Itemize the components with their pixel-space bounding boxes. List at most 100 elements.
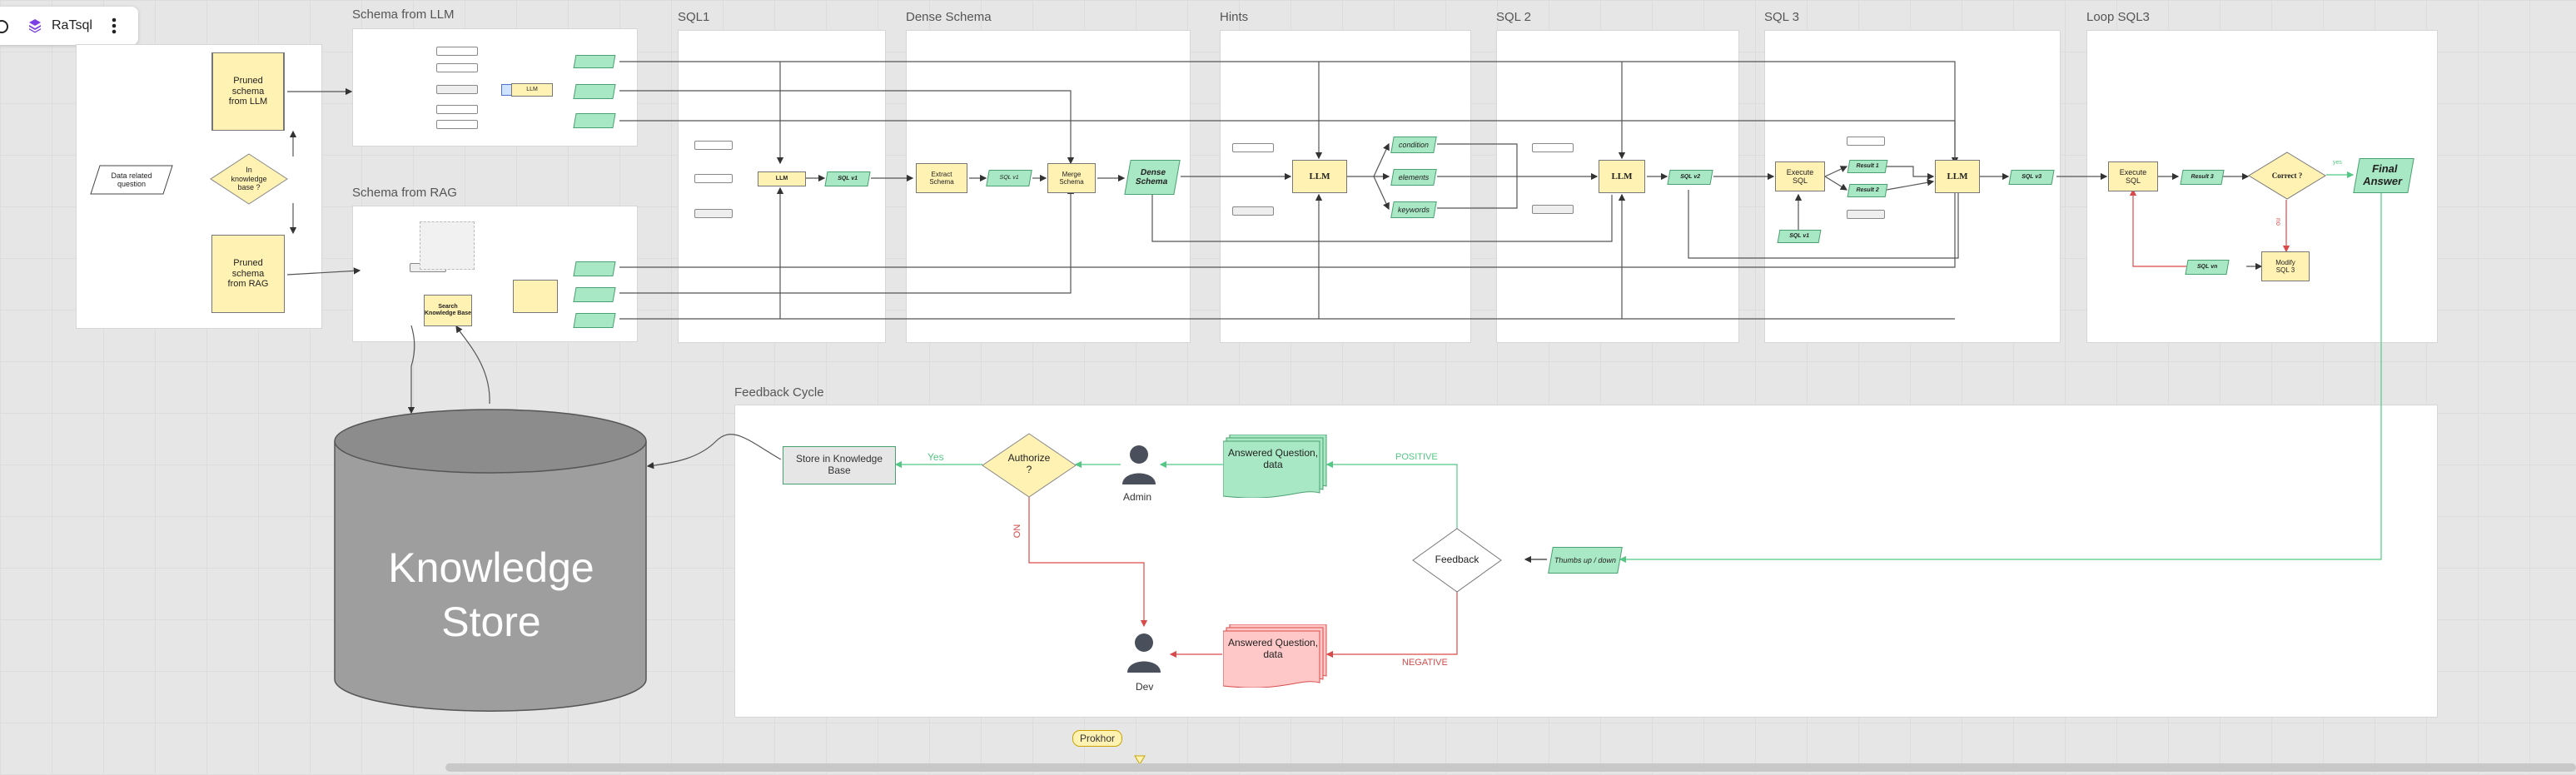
sql2-mini-input xyxy=(1532,205,1574,214)
elements-node[interactable]: elements xyxy=(1390,169,1437,186)
merge-schema-label: Merge Schema xyxy=(1059,170,1084,186)
feedback-diamond[interactable] xyxy=(1412,528,1502,593)
thumbs-label: Thumbs up / down xyxy=(1554,555,1617,564)
dev-label: Dev xyxy=(1136,681,1154,693)
store-kb-node[interactable]: Store in Knowledge Base xyxy=(783,446,896,484)
loop-execute-label: Execute SQL xyxy=(2119,167,2147,185)
hints-mini-input xyxy=(1232,206,1274,216)
in-kb-diamond[interactable] xyxy=(210,153,288,205)
dense-schema-node[interactable]: Dense Schema xyxy=(1124,160,1181,195)
more-vertical-icon[interactable] xyxy=(112,17,117,35)
rag-green-2 xyxy=(573,287,616,302)
sql3-mini-input xyxy=(1847,137,1885,146)
correct-diamond[interactable] xyxy=(2248,152,2326,200)
rag-mini-yellow xyxy=(513,280,558,313)
sql3-v1-node[interactable]: SQL v1 xyxy=(1777,230,1822,243)
sql1-llm-label: LLM xyxy=(775,175,788,181)
dense-schema-label: Dense Schema xyxy=(1134,167,1169,187)
hints-title: Hints xyxy=(1220,10,1249,24)
sql2-llm-node[interactable]: LLM xyxy=(1599,160,1645,193)
schema-rag-title: Schema from RAG xyxy=(352,186,457,200)
condition-label: condition xyxy=(1398,140,1430,149)
data-question-label: Data related question xyxy=(111,171,152,188)
pruned-rag-node[interactable]: Pruned schema from RAG xyxy=(211,235,285,313)
schema-llm-title: Schema from LLM xyxy=(352,7,455,22)
result-1-label: Result 1 xyxy=(1855,162,1880,169)
result-1-node[interactable]: Result 1 xyxy=(1847,160,1888,173)
mini-input xyxy=(436,47,478,56)
sql2-title: SQL 2 xyxy=(1496,10,1531,24)
data-question-shape[interactable] xyxy=(90,165,173,195)
merge-schema-node[interactable]: Merge Schema xyxy=(1047,163,1096,193)
cursor-pointer-icon xyxy=(1134,755,1146,765)
answered-neg-doc[interactable] xyxy=(1223,624,1328,688)
back-icon[interactable] xyxy=(0,20,8,33)
sql1-frame[interactable] xyxy=(678,30,886,343)
rag-note xyxy=(420,221,475,270)
hints-mini-input xyxy=(1232,143,1274,152)
search-kb-node[interactable]: Search Knowledge Base xyxy=(424,295,472,326)
horizontal-scrollbar[interactable] xyxy=(445,763,2576,772)
sql1-v1-label: SQL v1 xyxy=(837,175,858,181)
pruned-rag-label: Pruned schema from RAG xyxy=(227,258,269,290)
mini-llm-node[interactable]: LLM xyxy=(511,83,553,97)
final-answer-node[interactable]: Final Answer xyxy=(2353,158,2414,193)
knowledge-store-cylinder[interactable] xyxy=(333,405,649,721)
knowledge-store-label: Knowledge Store xyxy=(388,544,594,645)
modify-sql-label: Modify SQL 3 xyxy=(2275,258,2295,274)
sql3-execute-node[interactable]: Execute SQL xyxy=(1775,161,1825,191)
answered-pos-label: Answered Question, data xyxy=(1227,447,1319,470)
dense-sql-v1-label: SQL v1 xyxy=(998,174,1020,181)
mini-input xyxy=(436,63,478,72)
condition-node[interactable]: condition xyxy=(1390,137,1437,153)
sql3-llm-node[interactable]: LLM xyxy=(1935,160,1980,193)
result-3-node[interactable]: Result 3 xyxy=(2180,170,2225,185)
sql-v3-label: SQL v3 xyxy=(2021,173,2042,180)
in-kb-label: In knowledge base ? xyxy=(231,166,267,192)
app-toolbar: RaTsql xyxy=(0,7,138,45)
negative-label: NEGATIVE xyxy=(1402,658,1448,668)
no-label: NO xyxy=(1011,524,1022,539)
extract-schema-node[interactable]: Extract Schema xyxy=(916,163,967,193)
mini-input xyxy=(436,120,478,129)
admin-avatar-icon xyxy=(1121,445,1157,484)
keywords-node[interactable]: keywords xyxy=(1390,201,1437,218)
final-answer-label: Final Answer xyxy=(2362,162,2404,187)
admin-label: Admin xyxy=(1123,491,1152,503)
sql1-v1-node[interactable]: SQL v1 xyxy=(824,171,871,186)
app-title[interactable]: RaTsql xyxy=(52,18,92,32)
cursor-user-badge: Prokhor xyxy=(1072,730,1123,747)
sql2-llm-label: LLM xyxy=(1611,171,1633,181)
sql3-llm-label: LLM xyxy=(1947,171,1968,181)
sql3-execute-label: Execute SQL xyxy=(1786,167,1814,185)
yes-label: Yes xyxy=(927,451,944,463)
hints-llm-node[interactable]: LLM xyxy=(1292,160,1347,193)
sql-vn-node[interactable]: SQL vn xyxy=(2185,260,2230,275)
yes-small-label: yes xyxy=(2333,160,2342,166)
extract-schema-label: Extract Schema xyxy=(929,170,954,186)
sql1-mini-input xyxy=(694,209,733,218)
dense-sql-v1[interactable]: SQL v1 xyxy=(986,170,1032,186)
dev-avatar-icon xyxy=(1126,633,1162,673)
elements-label: elements xyxy=(1397,172,1430,181)
sql-v3-node[interactable]: SQL v3 xyxy=(2008,170,2055,185)
thumbs-node[interactable]: Thumbs up / down xyxy=(1548,547,1623,574)
loop-execute-node[interactable]: Execute SQL xyxy=(2108,161,2158,191)
authorize-diamond[interactable] xyxy=(982,433,1077,498)
result-2-label: Result 2 xyxy=(1855,186,1880,193)
modify-sql-node[interactable]: Modify SQL 3 xyxy=(2261,251,2310,281)
correct-label: Correct ? xyxy=(2271,171,2303,180)
sql1-title: SQL1 xyxy=(678,10,710,24)
result-3-label: Result 3 xyxy=(2190,173,2215,180)
sql2-mini-input xyxy=(1532,143,1574,152)
result-2-node[interactable]: Result 2 xyxy=(1847,184,1888,197)
answered-pos-doc[interactable] xyxy=(1223,435,1328,498)
pruned-llm-node[interactable]: Pruned schema from LLM xyxy=(211,52,285,131)
no-small-label: no xyxy=(2274,218,2282,226)
mini-llm-label: LLM xyxy=(526,86,538,92)
mini-green-2 xyxy=(573,84,616,99)
sql1-llm-node[interactable]: LLM xyxy=(758,171,806,186)
sql-v2-node[interactable]: SQL v2 xyxy=(1667,170,1713,185)
sql1-mini-input xyxy=(694,174,733,183)
